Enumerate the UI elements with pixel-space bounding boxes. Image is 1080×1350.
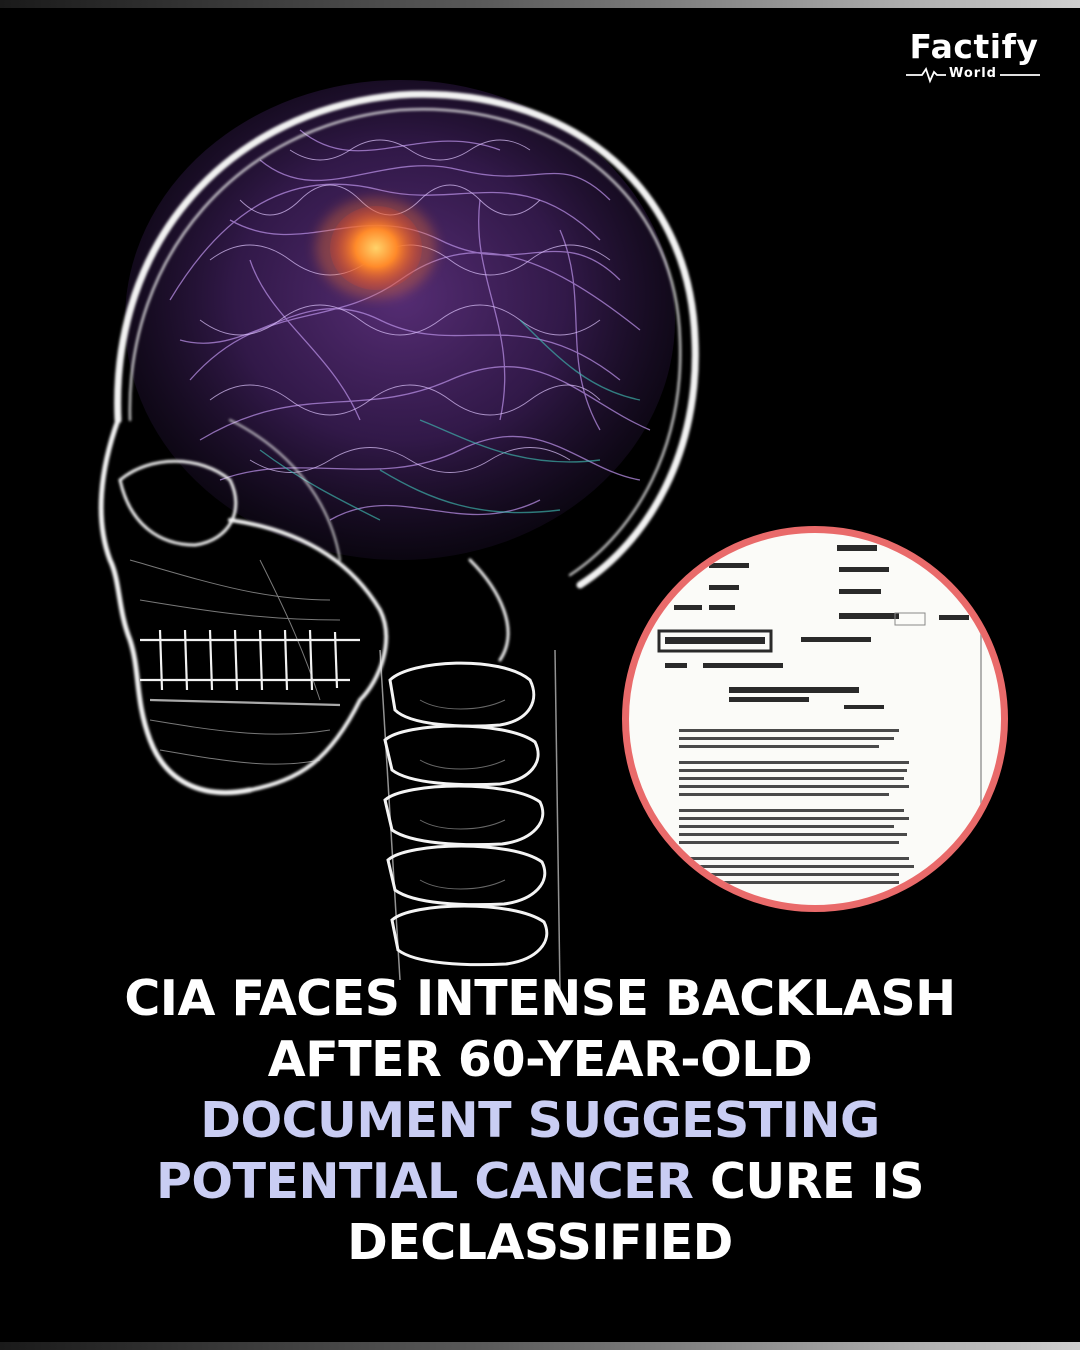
headline-line-1: CIA FACES INTENSE BACKLASH [124,970,956,1027]
document-scan-image [657,545,982,884]
headline-line-4-rest: CURE IS [693,1153,925,1210]
headline-line-3: DOCUMENT SUGGESTING [200,1092,880,1149]
heartbeat-icon [906,66,1040,84]
cranium-outline [98,90,699,796]
brain-mass [125,80,675,560]
top-edge-bar [0,0,1080,8]
headline-line-4: POTENTIAL CANCER CURE IS [40,1151,1040,1212]
tumor-glow [316,198,436,298]
facial-lines [129,559,341,765]
document-inset [622,526,1008,912]
headline-line-4-highlight: POTENTIAL CANCER [156,1153,694,1210]
bottom-edge-bar [0,1342,1080,1350]
brand-sub: World [949,66,997,81]
cervical-spine [379,649,561,991]
teeth [140,629,360,707]
headline-line-2: AFTER 60-YEAR-OLD [267,1031,813,1088]
headline: CIA FACES INTENSE BACKLASH AFTER 60-YEAR… [40,968,1040,1273]
brand-name: Factify [909,27,1039,66]
skull-xray-illustration [98,80,699,991]
brand-sub-row: World [904,64,1044,86]
factify-world-logo: Factify World [904,28,1044,86]
headline-line-5: DECLASSIFIED [347,1214,733,1271]
